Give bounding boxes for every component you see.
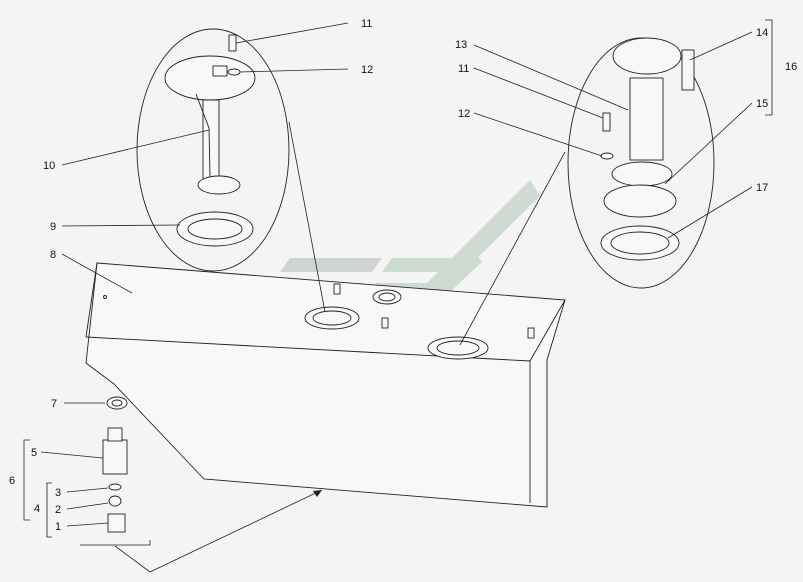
sensor-head-14 xyxy=(612,37,682,75)
label-6: 6 xyxy=(9,475,15,487)
label-13: 13 xyxy=(455,39,467,51)
sensor-flange xyxy=(603,184,677,218)
nut-part xyxy=(212,65,228,77)
label-4: 4 xyxy=(34,503,40,515)
gasket-part-17 xyxy=(600,225,680,261)
label-10: 10 xyxy=(43,160,55,172)
gasket-part-7 xyxy=(106,396,128,410)
label-9: 9 xyxy=(50,221,56,233)
label-2: 2 xyxy=(55,504,61,516)
label-12-right: 12 xyxy=(458,108,470,120)
filler-neck xyxy=(372,289,402,305)
label-1: 1 xyxy=(55,521,61,533)
label-12-left: 12 xyxy=(361,64,373,76)
leader-lines xyxy=(23,19,773,573)
washer-part xyxy=(227,68,241,76)
small-parts xyxy=(102,396,128,533)
plug-cap xyxy=(107,427,123,442)
plug-part-5 xyxy=(102,439,128,475)
bolt-part-right xyxy=(602,112,611,132)
sensor-body-15 xyxy=(611,161,673,187)
label-7: 7 xyxy=(51,398,57,410)
drain-fitting xyxy=(527,327,535,339)
label-8: 8 xyxy=(50,249,56,261)
detail-ellipse-left xyxy=(136,28,290,272)
bolt-part xyxy=(228,34,237,52)
drain-plug-part-1 xyxy=(107,513,126,533)
fuel-tank xyxy=(85,262,566,508)
magnet-part-2 xyxy=(108,495,122,507)
connection-lines xyxy=(288,121,566,346)
label-11-left: 11 xyxy=(361,18,372,30)
label-5: 5 xyxy=(31,447,37,459)
intake-flange xyxy=(164,55,256,101)
label-15: 15 xyxy=(756,98,768,110)
connector-part xyxy=(681,49,695,91)
intake-detail-group xyxy=(136,28,290,272)
sender-opening-right xyxy=(427,336,489,360)
sensor-tube-13 xyxy=(629,77,664,161)
label-11-right: 11 xyxy=(458,63,469,75)
sender-detail-group xyxy=(567,37,715,289)
intake-tube xyxy=(202,99,220,181)
part-labels: 11 12 10 9 8 7 5 6 4 3 2 1 13 11 12 14 1… xyxy=(9,18,797,533)
vent-fitting xyxy=(381,317,389,329)
label-17: 17 xyxy=(756,182,768,194)
top-fitting xyxy=(333,283,341,295)
label-3: 3 xyxy=(55,487,61,499)
washer-part-right xyxy=(600,152,614,160)
sender-opening-left xyxy=(304,306,360,330)
intake-filter xyxy=(197,175,241,195)
gasket-part-9 xyxy=(176,211,254,247)
ring-part-3 xyxy=(108,483,122,491)
label-14: 14 xyxy=(756,27,768,39)
label-16: 16 xyxy=(785,61,797,73)
